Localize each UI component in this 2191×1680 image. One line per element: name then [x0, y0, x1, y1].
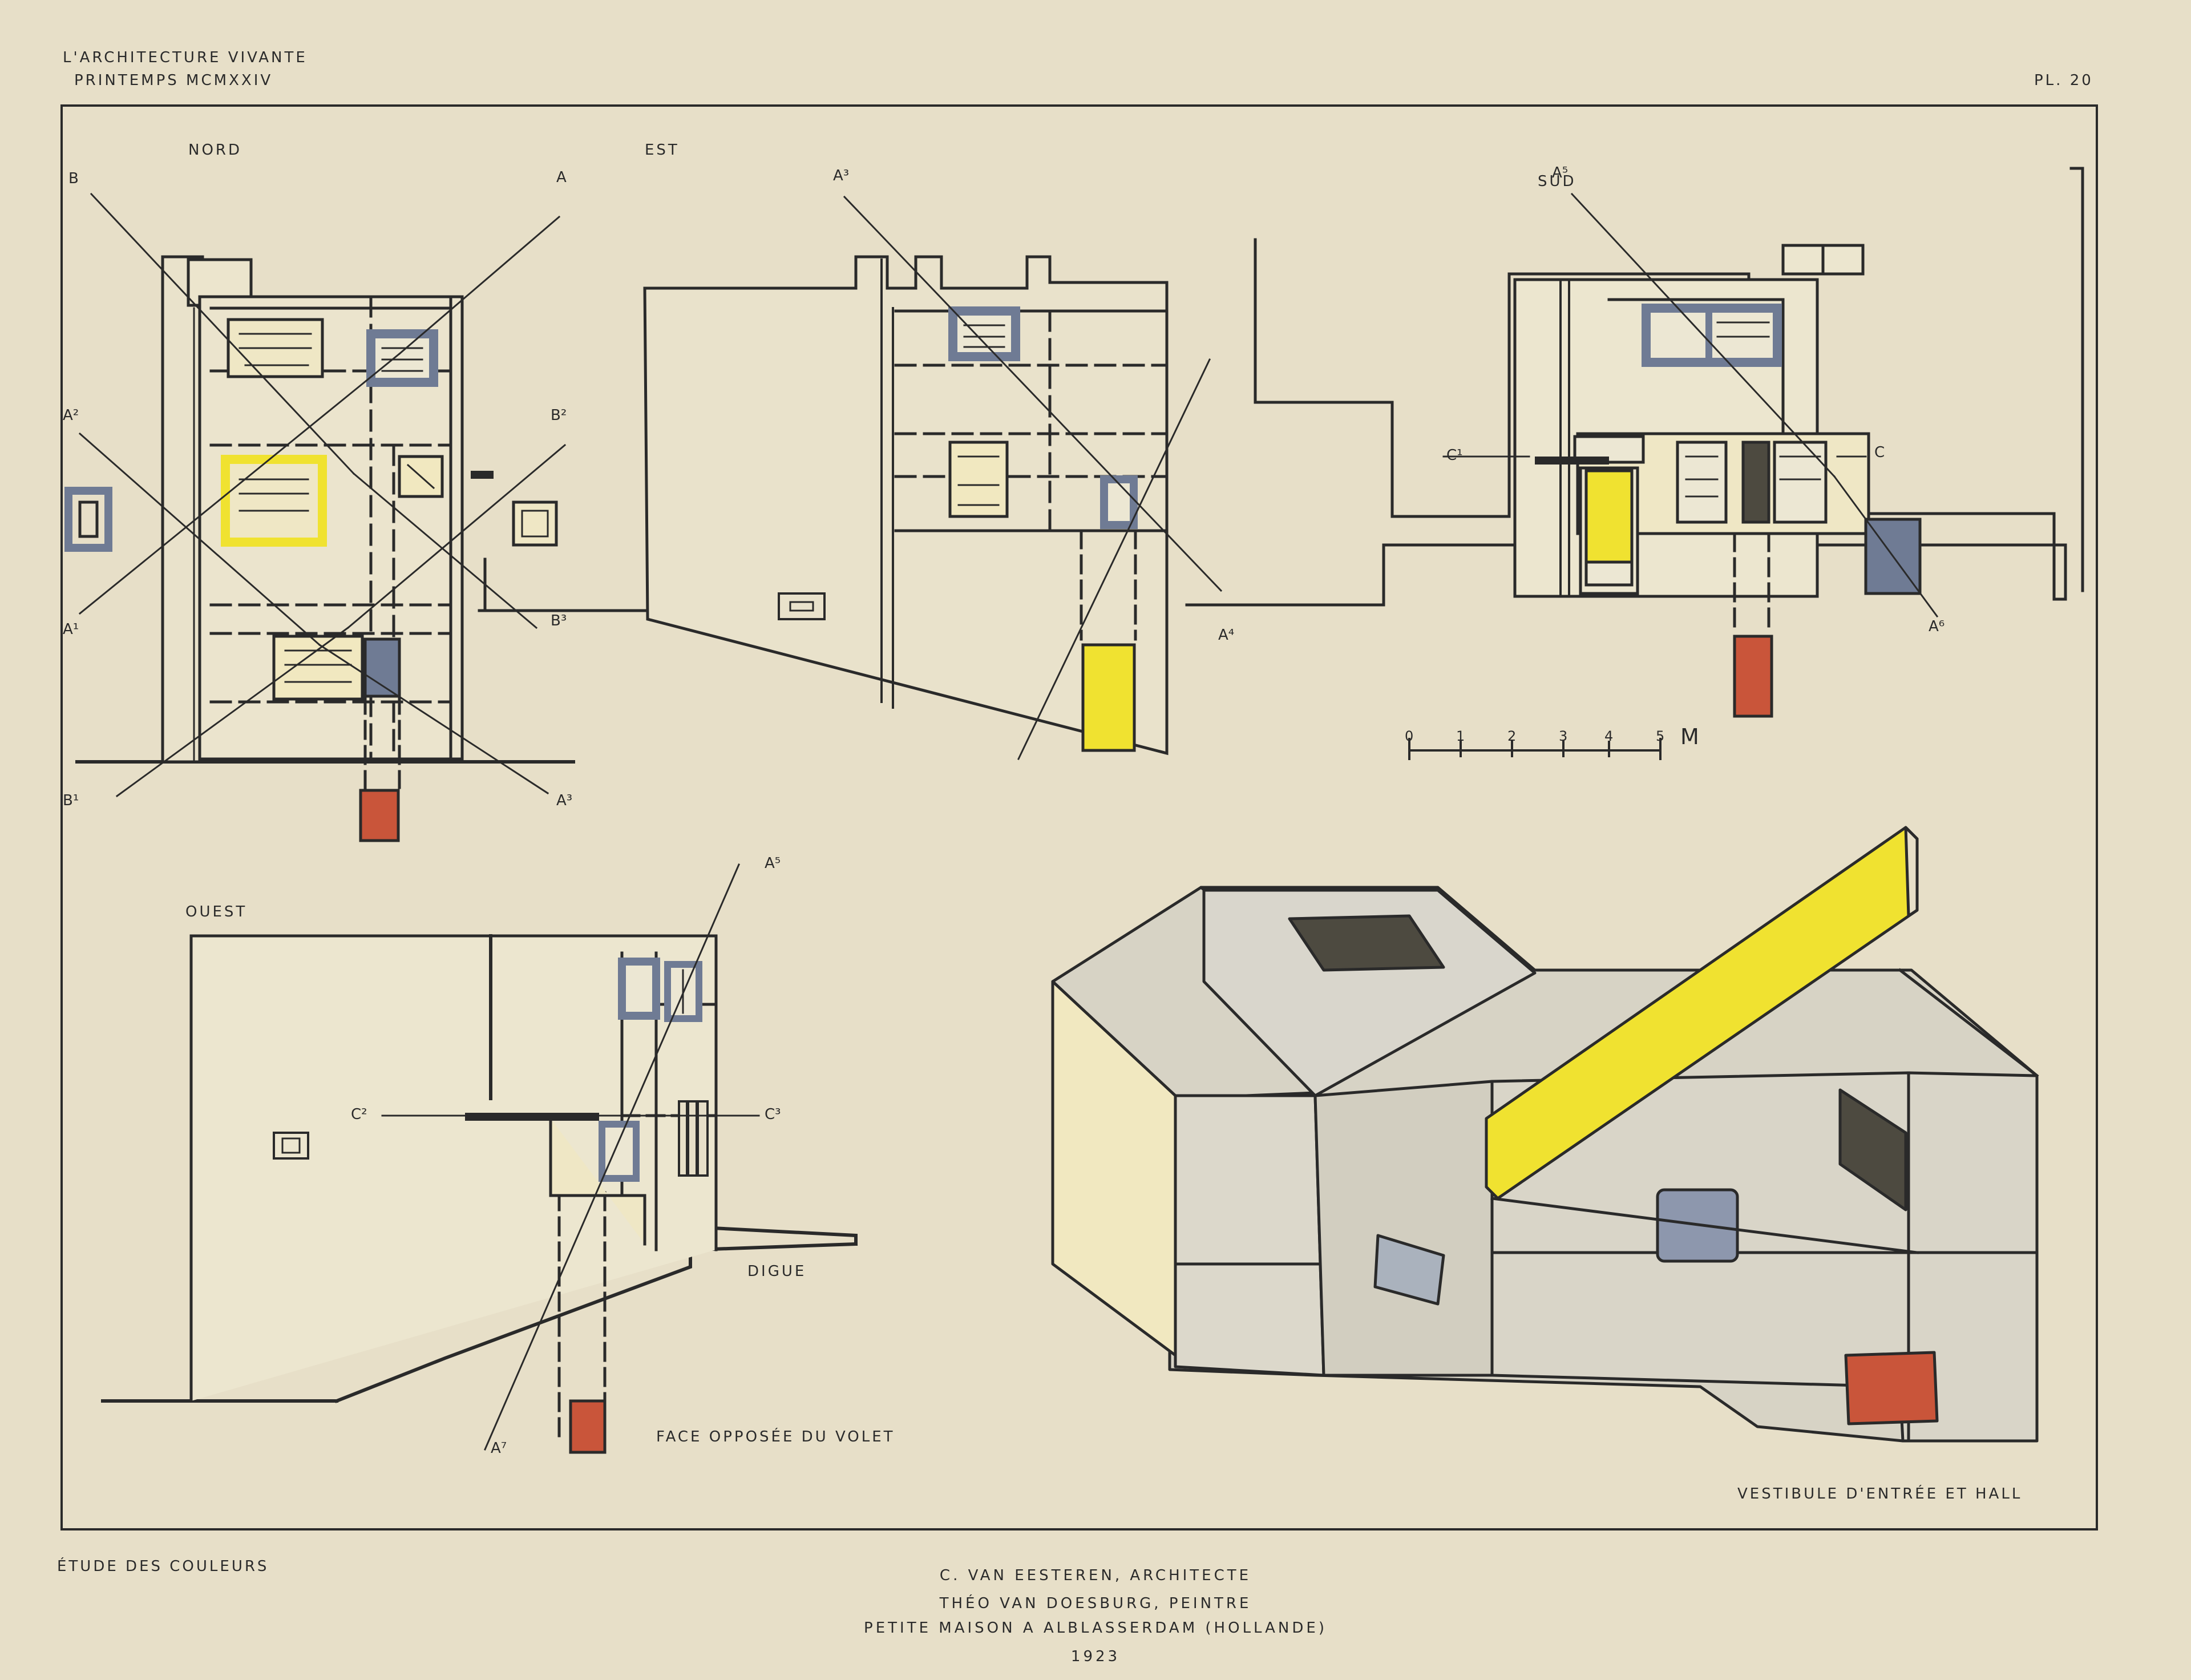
section-mark-a5-sud: A⁵	[1552, 164, 1569, 181]
section-mark-b1: B¹	[63, 792, 79, 809]
section-mark-a2: A²	[63, 407, 79, 424]
project-year: 1923	[1070, 1648, 1121, 1665]
section-mark-a6: A⁶	[1929, 618, 1945, 635]
section-mark-c: C	[1874, 444, 1885, 461]
section-mark-c2: C²	[351, 1106, 367, 1123]
view-label-sud: SUD	[1538, 173, 1576, 190]
section-mark-c1: C¹	[1446, 447, 1463, 464]
plate-number: PL. 20	[2034, 72, 2093, 89]
architect-credit: C. VAN EESTEREN, ARCHITECTE	[939, 1567, 1252, 1584]
est-elevation	[643, 195, 1223, 761]
nord-elevation	[64, 192, 681, 842]
section-mark-a1: A¹	[63, 621, 79, 638]
scale-tick-2: 2	[1507, 728, 1517, 744]
section-mark-a4-est: A⁴	[1218, 627, 1235, 644]
scale-tick-3: 3	[1559, 728, 1568, 744]
label-digue: DIGUE	[747, 1263, 807, 1280]
scale-unit: M	[1680, 724, 1699, 749]
view-label-nord: NORD	[188, 142, 242, 159]
scale-tick-1: 1	[1456, 728, 1465, 744]
section-mark-b2: B²	[551, 407, 567, 424]
ouest-elevation	[101, 863, 858, 1454]
issue-date: PRINTEMPS MCMXXIV	[74, 72, 273, 89]
section-mark-c3: C³	[765, 1106, 781, 1123]
label-face-opposee: FACE OPPOSÉE DU VOLET	[656, 1428, 895, 1445]
section-mark-a3-est: A³	[833, 167, 850, 184]
project-title: PETITE MAISON A ALBLASSERDAM (HOLLANDE)	[864, 1620, 1327, 1637]
plate-frame	[60, 104, 2098, 1530]
section-mark-b3: B³	[551, 612, 567, 629]
scale-tick-4: 4	[1604, 728, 1614, 744]
journal-title: L'ARCHITECTURE VIVANTE	[63, 49, 308, 66]
sud-elevation	[1185, 167, 2084, 760]
section-mark-b: B	[68, 170, 79, 187]
view-label-ouest: OUEST	[185, 903, 248, 920]
label-vestibule-hall: VESTIBULE D'ENTRÉE ET HALL	[1737, 1485, 2023, 1503]
view-label-est: EST	[645, 142, 680, 159]
study-caption: ÉTUDE DES COULEURS	[57, 1558, 269, 1575]
scale-tick-5: 5	[1656, 728, 1665, 744]
painter-credit: THÉO VAN DOESBURG, PEINTRE	[939, 1595, 1252, 1612]
section-mark-a5-ouest: A⁵	[765, 855, 781, 872]
scale-bar	[1408, 738, 1662, 760]
scale-tick-0: 0	[1405, 728, 1414, 744]
section-mark-a3: A³	[556, 792, 573, 809]
section-mark-a: A	[556, 169, 567, 186]
section-mark-a7: A⁷	[491, 1440, 507, 1457]
axonometric-vestibule-hall	[1051, 826, 2039, 1443]
